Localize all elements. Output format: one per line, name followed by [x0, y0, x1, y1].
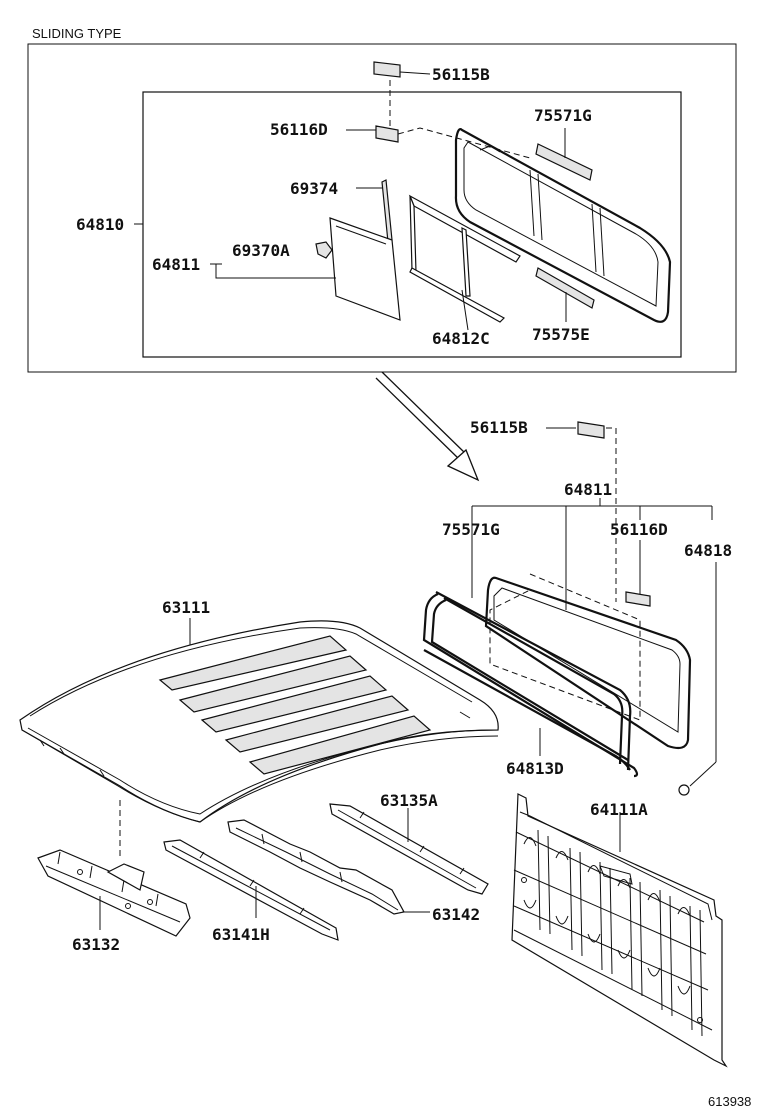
label-63132: 63132	[72, 935, 120, 954]
label-69374: 69374	[290, 179, 338, 198]
label-56115b-mid: 56115B	[470, 418, 528, 437]
label-64811-mid: 64811	[564, 480, 612, 499]
label-64812c: 64812C	[432, 329, 490, 348]
sliding-type-caption: SLIDING TYPE	[32, 26, 122, 41]
latch-69370a	[315, 241, 333, 259]
back-panel-64111a	[511, 793, 728, 1068]
run-channel-64813d	[423, 649, 631, 771]
weatherstrip-75571g-mid	[422, 591, 639, 778]
diagram-code: 613938	[708, 1094, 751, 1109]
sliding-glass-panel-top	[329, 217, 401, 321]
label-56116d-mid: 56116D	[610, 520, 668, 539]
label-75571g-mid: 75571G	[442, 520, 500, 539]
label-75575e: 75575E	[532, 325, 590, 344]
rear-window-frame-top	[454, 128, 672, 323]
label-64111a: 64111A	[590, 800, 648, 819]
roof-bow-63135a	[329, 803, 489, 895]
label-64813d: 64813D	[506, 759, 564, 778]
label-56115b-top: 56115B	[432, 65, 490, 84]
strip-69374	[381, 179, 393, 243]
weatherstrip-75571g-top	[535, 143, 593, 181]
sliding-type-frame	[27, 43, 737, 373]
label-63135a: 63135A	[380, 791, 438, 810]
label-56116d-top: 56116D	[270, 120, 328, 139]
clip-64818	[678, 784, 690, 796]
label-64810: 64810	[76, 215, 124, 234]
clip-56116d-top	[346, 125, 531, 159]
label-63141h: 63141H	[212, 925, 270, 944]
glass-outline-dashed	[489, 573, 641, 721]
window-frame-64812c	[408, 194, 521, 323]
direction-arrow	[375, 371, 480, 482]
label-69370a: 69370A	[232, 241, 290, 260]
clip-56115b-mid	[577, 421, 605, 439]
roof-panel-63111	[19, 620, 499, 823]
roof-bow-63141h	[163, 839, 339, 941]
rear-window-assembly-mid	[484, 576, 692, 750]
clip-56115b-top	[373, 61, 431, 128]
label-63142: 63142	[432, 905, 480, 924]
header-panel-63132	[37, 849, 191, 937]
label-75571g-top: 75571G	[534, 106, 592, 125]
clip-56116d-mid	[625, 591, 651, 607]
label-64811-top: 64811	[152, 255, 200, 274]
label-64818: 64818	[684, 541, 732, 560]
strip-75575e	[535, 267, 595, 309]
label-63111: 63111	[162, 598, 210, 617]
